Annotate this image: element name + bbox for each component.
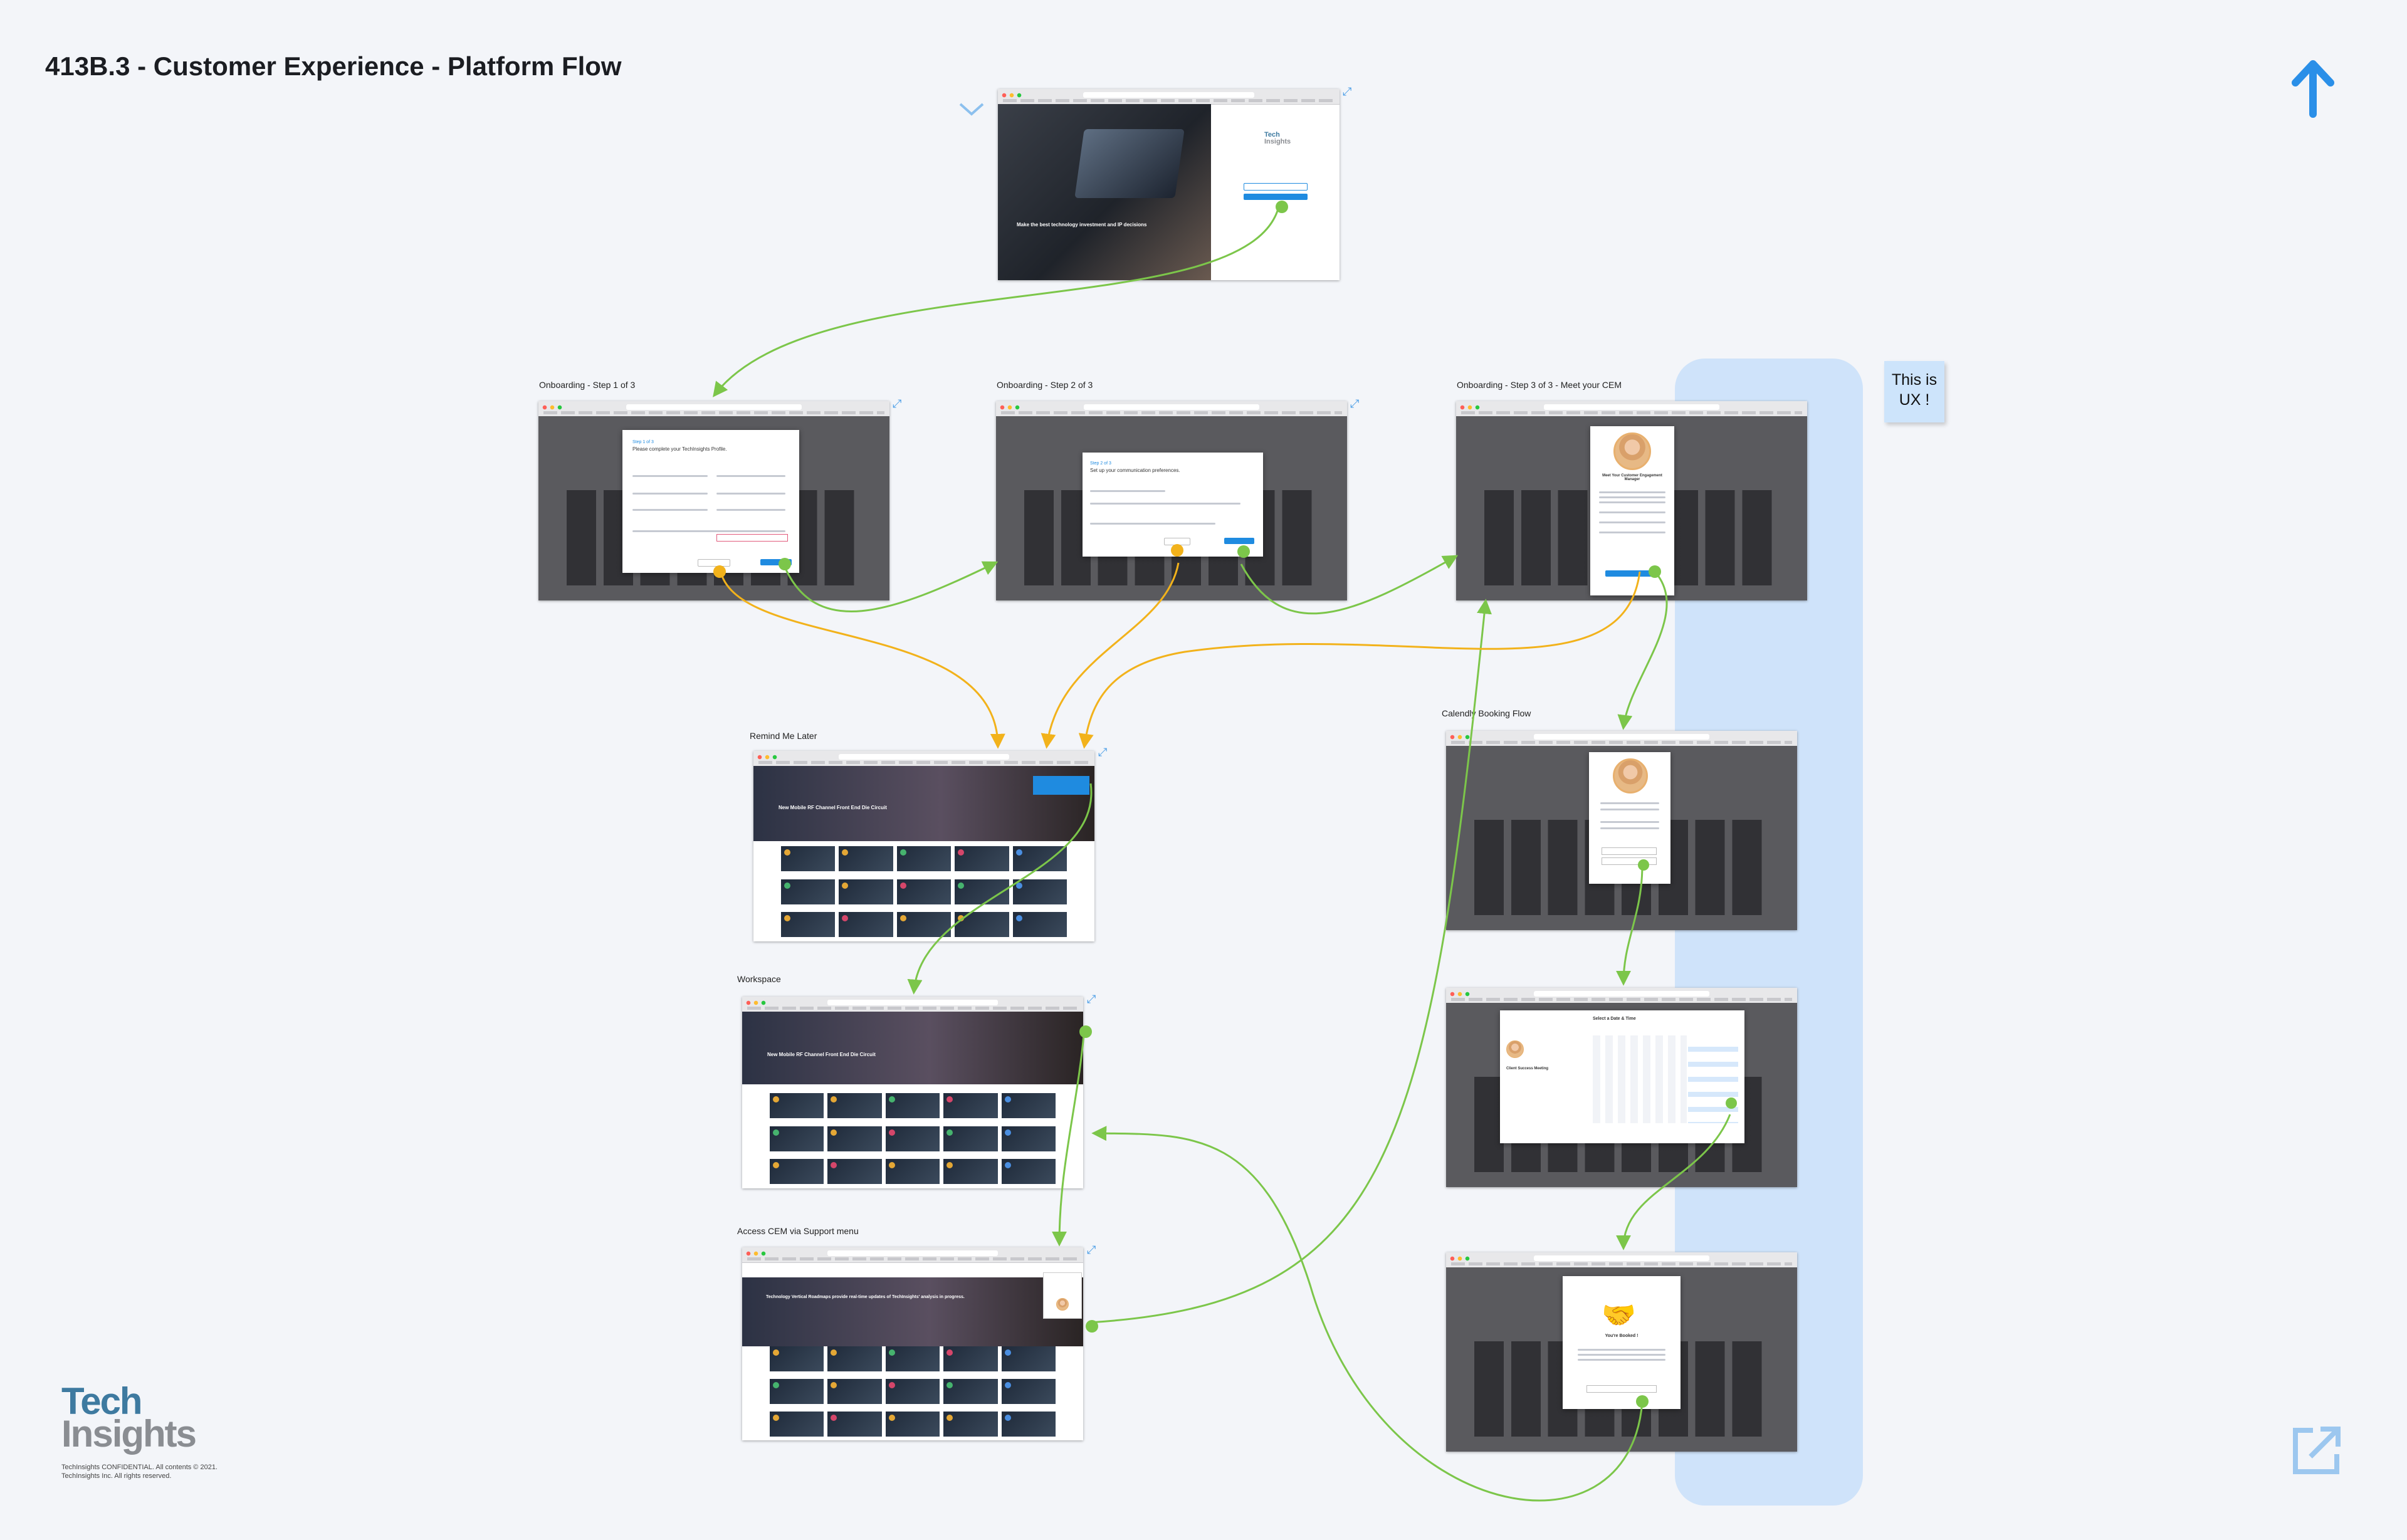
techinsights-logo: Tech Insights [61, 1380, 197, 1455]
next-button[interactable] [760, 559, 792, 565]
cem-avatar [1613, 432, 1651, 470]
frame-calendly-1[interactable] [1446, 731, 1797, 930]
required-field[interactable] [716, 534, 788, 542]
confidential-notice: TechInsights CONFIDENTIAL. All contents … [61, 1464, 218, 1480]
time-option[interactable] [1602, 847, 1657, 855]
step-label: Step 1 of 3 [632, 440, 654, 444]
frame-label-onboarding-3: Onboarding - Step 3 of 3 - Meet your CEM [1457, 380, 1622, 390]
login-headline: Make the best technology investment and … [1017, 222, 1147, 228]
expand-icon[interactable]: ⤢ [1087, 1244, 1096, 1256]
login-hero-image: Make the best technology investment and … [998, 104, 1211, 280]
modal-heading: Meet Your Customer Engagement Manager [1602, 474, 1662, 481]
calendar-grid[interactable] [1593, 1035, 1687, 1123]
step-label: Step 2 of 3 [1090, 461, 1111, 466]
profile-modal: Step 1 of 3 Please complete your TechIns… [622, 430, 799, 573]
book-meeting-button[interactable] [1605, 570, 1659, 577]
frame-label-calendly: Calendly Booking Flow [1442, 708, 1531, 718]
time-option[interactable] [1602, 857, 1657, 865]
cem-avatar [1613, 758, 1648, 794]
event-name: Client Success Meeting [1506, 1067, 1549, 1071]
remind-later-button[interactable] [698, 559, 730, 567]
expand-icon[interactable]: ⤢ [1343, 85, 1352, 98]
cem-avatar [1506, 1040, 1524, 1058]
modal-heading: You're Booked ! [1605, 1334, 1639, 1338]
handshake-icon: 🤝 [1602, 1300, 1636, 1331]
frame-calendly-2[interactable]: Client Success Meeting Select a Date & T… [1446, 988, 1797, 1187]
frame-login[interactable]: Make the best technology investment and … [998, 89, 1340, 280]
reminder-toast[interactable] [1033, 776, 1089, 795]
chevron-down-icon[interactable] [958, 100, 985, 118]
frame-label-onboarding-2: Onboarding - Step 2 of 3 [997, 380, 1093, 390]
hero-title: Technology Vertical Roadmaps provide rea… [766, 1295, 965, 1299]
page-title: 413B.3 - Customer Experience - Platform … [45, 51, 622, 81]
cem-avatar[interactable] [1056, 1298, 1069, 1311]
modal-heading: Select a Date & Time [1593, 1017, 1636, 1021]
hero-title: New Mobile RF Channel Front End Die Circ… [779, 805, 887, 810]
support-menu[interactable] [1043, 1272, 1082, 1319]
frame-access-cem[interactable]: Technology Vertical Roadmaps provide rea… [742, 1247, 1083, 1440]
frame-label-onboarding-1: Onboarding - Step 1 of 3 [539, 380, 636, 390]
meet-cem-modal: Meet Your Customer Engagement Manager [1590, 426, 1674, 595]
frame-workspace[interactable]: New Mobile RF Channel Front End Die Circ… [742, 997, 1083, 1188]
sticky-note-line-2: UX ! [1899, 391, 1930, 409]
frame-calendly-3[interactable]: 🤝 You're Booked ! [1446, 1252, 1797, 1452]
expand-icon[interactable]: ⤢ [1350, 397, 1360, 410]
expand-icon[interactable]: ⤢ [893, 397, 902, 410]
connector-access-cem-to-calendly [1089, 599, 1492, 1324]
frame-label-access-cem: Access CEM via Support menu [737, 1226, 859, 1236]
frame-onboarding-3[interactable]: Meet Your Customer Engagement Manager [1456, 401, 1807, 600]
close-button[interactable] [1586, 1385, 1657, 1393]
modal-heading: Set up your communication preferences. [1090, 468, 1180, 473]
preferences-modal: Step 2 of 3 Set up your communication pr… [1083, 453, 1263, 557]
modal-heading: Please complete your TechInsights Profil… [632, 446, 727, 452]
time-slots[interactable] [1688, 1042, 1738, 1123]
frame-onboarding-1[interactable]: Step 1 of 3 Please complete your TechIns… [538, 401, 889, 600]
hero-title: New Mobile RF Channel Front End Die Circ… [767, 1052, 876, 1057]
frame-remind-later[interactable]: New Mobile RF Channel Front End Die Circ… [753, 751, 1094, 941]
sticky-note-line-1: This is [1891, 371, 1938, 389]
expand-icon[interactable]: ⤢ [1087, 993, 1096, 1005]
arrow-up-icon[interactable] [2288, 56, 2338, 119]
browser-chrome [998, 89, 1340, 105]
next-button[interactable] [1224, 538, 1254, 544]
cem-profile-modal [1589, 752, 1670, 884]
frame-label-workspace: Workspace [737, 974, 781, 984]
expand-icon[interactable]: ⤢ [1098, 746, 1108, 758]
booked-modal: 🤝 You're Booked ! [1563, 1276, 1681, 1409]
frame-onboarding-2[interactable]: Step 2 of 3 Set up your communication pr… [996, 401, 1347, 600]
login-continue-button[interactable] [1244, 194, 1308, 200]
external-link-icon[interactable] [2288, 1423, 2344, 1479]
remind-later-button[interactable] [1164, 538, 1190, 545]
frame-label-remind-later: Remind Me Later [750, 731, 817, 741]
sticky-note[interactable]: This is UX ! [1884, 361, 1944, 422]
date-time-modal: Client Success Meeting Select a Date & T… [1500, 1010, 1744, 1143]
login-logo: Tech Insights [1264, 131, 1291, 145]
login-email-input[interactable] [1244, 183, 1308, 191]
